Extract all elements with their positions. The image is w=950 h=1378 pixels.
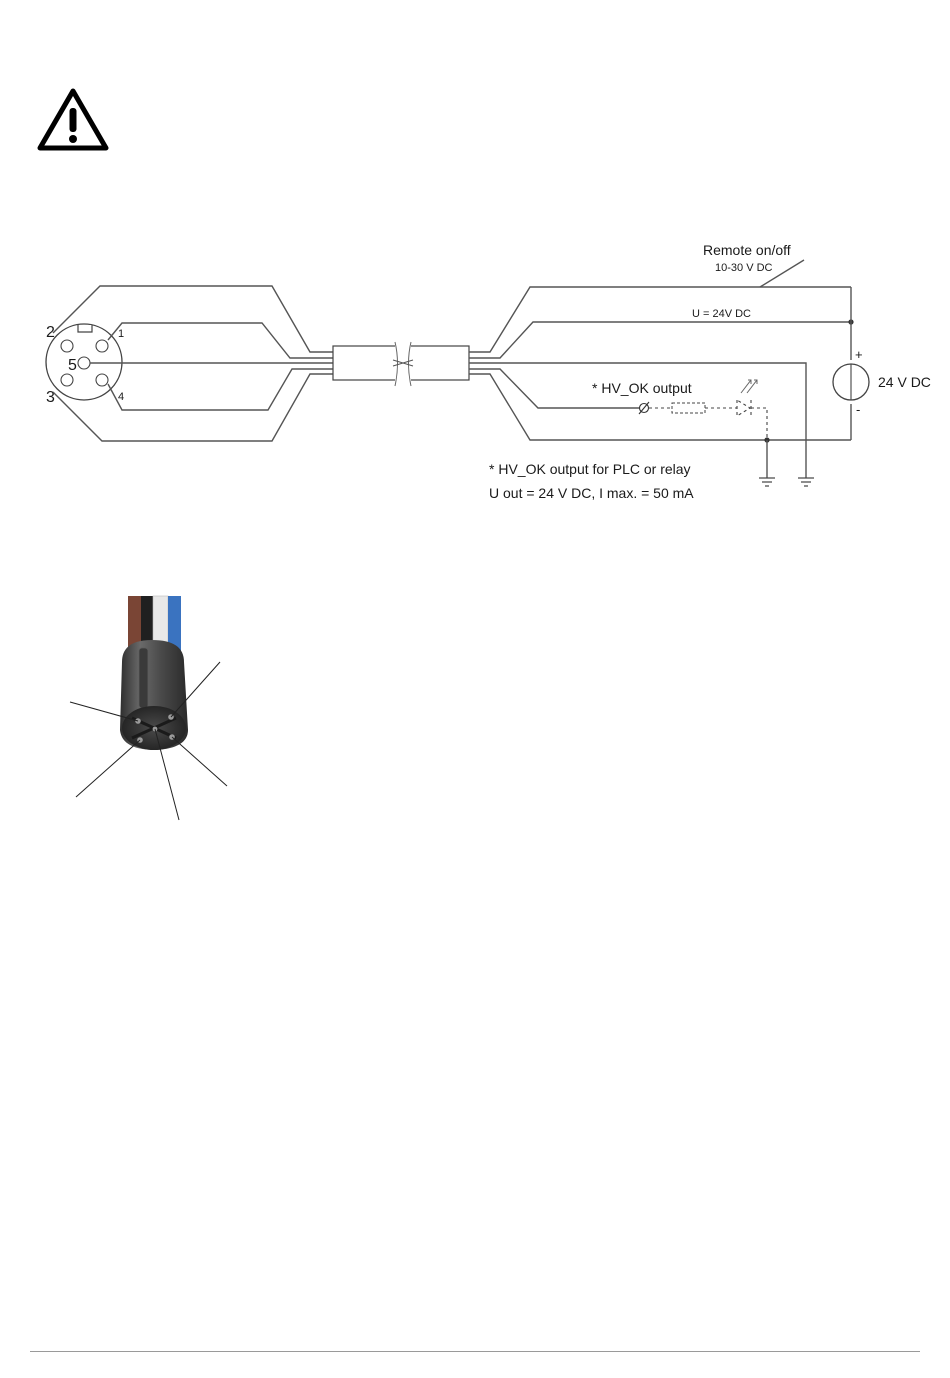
pin-3-contact xyxy=(61,374,73,386)
connector-face: 2 1 5 3 4 xyxy=(46,324,124,406)
hv-ok-output: * HV_OK output xyxy=(592,380,770,443)
source-voltage-label: 24 V DC xyxy=(878,374,931,390)
left-wires xyxy=(53,286,333,441)
pin-4-label: 4 xyxy=(118,391,124,403)
plus-sign: + xyxy=(855,347,863,362)
hv-ok-note-line-2: U out = 24 V DC, I max. = 50 mA xyxy=(489,485,694,501)
leader-line-4 xyxy=(172,737,227,786)
pin-5-label: 5 xyxy=(68,357,77,374)
hv-ok-output-label: * HV_OK output xyxy=(592,380,692,396)
minus-sign: - xyxy=(856,402,860,417)
dc-source: + - 24 V DC xyxy=(833,287,931,440)
pin-1-contact xyxy=(96,340,108,352)
cable-body xyxy=(333,342,469,386)
pin-4-contact xyxy=(96,374,108,386)
remote-switch: Remote on/off 10-30 V DC xyxy=(703,242,804,287)
pin-5-contact xyxy=(78,357,90,369)
remote-voltage-label: 10-30 V DC xyxy=(715,262,773,274)
pin-1-label: 1 xyxy=(118,328,124,340)
cable-connector-photo xyxy=(60,590,250,830)
footer-rule xyxy=(30,1351,920,1352)
supply-line-label: U = 24V DC xyxy=(692,308,751,320)
warning-icon xyxy=(36,86,110,152)
pin-3-label: 3 xyxy=(46,389,55,406)
leader-line-3 xyxy=(76,740,140,797)
ground-symbol-right xyxy=(798,478,814,486)
hv-ok-note-line-1: * HV_OK output for PLC or relay xyxy=(489,461,691,477)
pin-2-contact xyxy=(61,340,73,352)
remote-on-off-label: Remote on/off xyxy=(703,242,791,258)
wiring-diagram: 2 1 5 3 4 xyxy=(0,230,950,520)
ground-symbol-left xyxy=(759,440,775,486)
